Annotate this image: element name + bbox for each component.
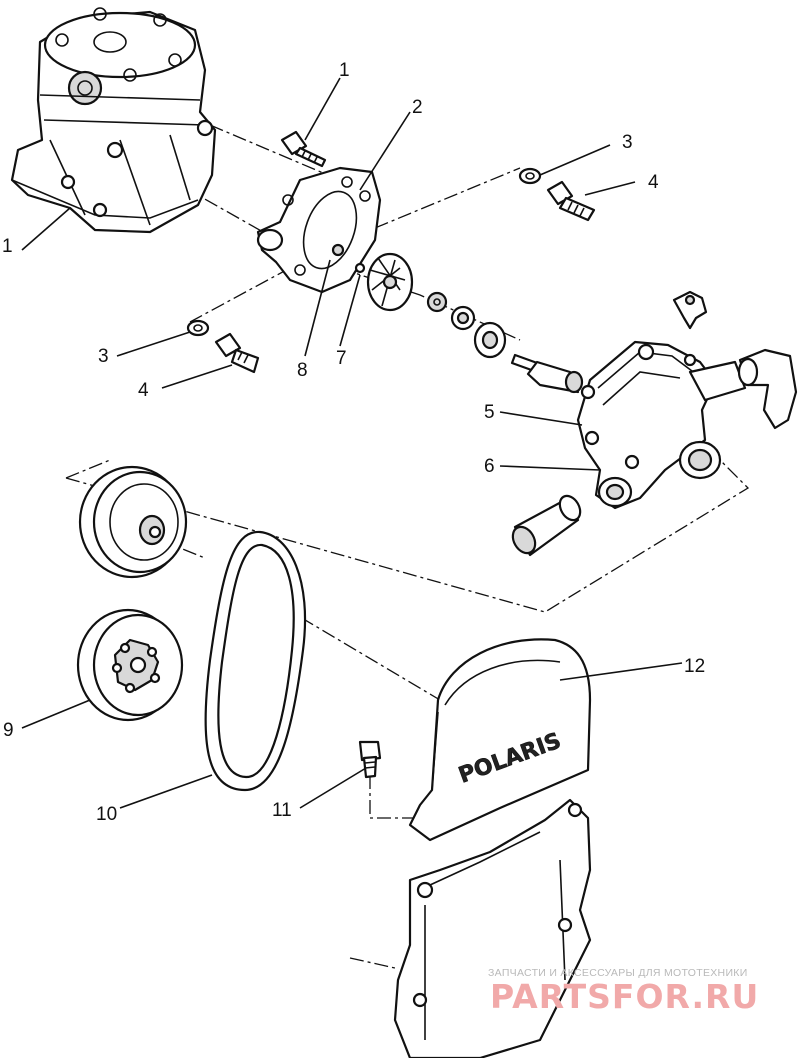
callout-6: 6: [484, 456, 495, 477]
impeller: [366, 252, 414, 312]
watermark-tagline: ЗАПЧАСТИ И АКСЕССУАРЫ ДЛЯ МОТОТЕХНИКИ: [488, 967, 748, 979]
engine-mount-plate: [393, 798, 592, 1058]
callout-1-cylinder: 1: [2, 236, 13, 257]
engine-cylinder: [10, 7, 217, 234]
callout-4-upper: 4: [648, 172, 659, 193]
callout-3-upper: 3: [622, 132, 633, 153]
callout-2: 2: [412, 97, 423, 118]
water-pump-cover: [576, 340, 747, 510]
callout-1-bolt: 1: [339, 60, 350, 81]
bolt-lower: [214, 332, 260, 374]
callout-11: 11: [272, 800, 292, 821]
callout-9: 9: [3, 720, 14, 741]
callout-10: 10: [96, 804, 117, 825]
callout-7: 7: [336, 348, 347, 369]
belt-guard-cover: [408, 638, 592, 842]
driven-pulley: [78, 465, 188, 579]
callout-8: 8: [297, 360, 308, 381]
watermark: ЗАПЧАСТИ И АКСЕССУАРЫ ДЛЯ МОТОТЕХНИКИ PA…: [488, 967, 759, 1016]
callout-3-lower: 3: [98, 346, 109, 367]
watermark-logo: PARTSFOR.RU: [490, 977, 759, 1016]
bearing: [473, 321, 507, 359]
bolt-top: [280, 130, 327, 168]
hose-connector: [511, 494, 582, 557]
bolt-cover: [358, 740, 382, 779]
drive-belt: [204, 530, 307, 792]
seal-washer-small: [354, 262, 366, 274]
washer-upper: [518, 167, 542, 185]
pump-housing-plate: [256, 166, 382, 294]
pump-shaft: [510, 353, 584, 394]
bearing-seal-2: [450, 305, 476, 331]
washer-lower: [186, 319, 210, 337]
callout-12: 12: [684, 656, 705, 677]
drive-pulley: [76, 608, 184, 722]
bolt-upper: [546, 180, 596, 222]
elbow-hose: [737, 348, 798, 430]
callout-4-lower: 4: [138, 380, 149, 401]
bleed-fitting: [672, 290, 708, 330]
leader-lines: [21, 77, 683, 809]
callouts: 1 1 2 3 3 4 4 5 6 7 8 9 10 11 12: [2, 60, 705, 825]
bearing-seal-1: [426, 291, 448, 313]
callout-5: 5: [484, 402, 495, 423]
